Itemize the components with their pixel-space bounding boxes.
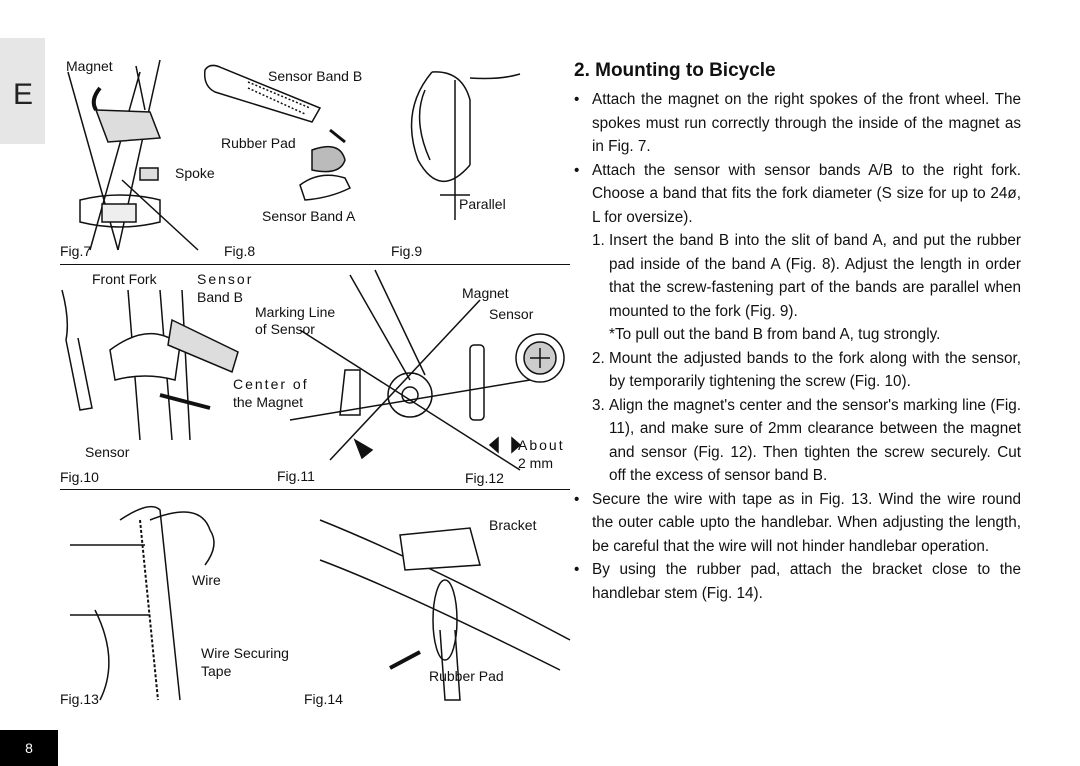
step-1-number: 1.: [592, 232, 605, 249]
illustrations: [61, 59, 571, 701]
fig11-drawing: [289, 269, 531, 471]
step-3-number: 3.: [592, 396, 605, 414]
step-3: 3.Align the magnet's center and the sens…: [574, 394, 1021, 488]
language-tab: E: [0, 38, 45, 144]
fig8-rubber-pad-label: Rubber Pad: [221, 135, 296, 151]
fig11-caption: Fig.11: [277, 468, 315, 484]
fig14-drawing: [319, 519, 571, 701]
fig12-magnet-label: Magnet: [462, 285, 509, 301]
fig14-caption: Fig.14: [304, 691, 343, 707]
fig10-sensor-label: Sensor: [85, 444, 130, 460]
fig13-wire-tape-label-2: Tape: [201, 663, 232, 679]
figure-divider-bottom: [60, 489, 570, 490]
fig12-drawing: [469, 333, 565, 454]
fig12-distance-label: 2 mm: [518, 455, 553, 471]
fig14-bracket-label: Bracket: [489, 517, 537, 533]
note-pull-band: *To pull out the band B from band A, tug…: [609, 326, 941, 343]
fig13-drawing: [70, 505, 215, 701]
step-1-text: Insert the band B into the slit of band …: [609, 232, 1021, 320]
step-2-number: 2.: [592, 349, 605, 367]
fig13-caption: Fig.13: [60, 691, 99, 707]
fig12-about-label: About: [518, 437, 565, 453]
bullet-wire: Secure the wire with tape as in Fig. 13.…: [574, 488, 1021, 559]
section-title: 2. Mounting to Bicycle: [574, 60, 776, 81]
page-number: 8: [0, 730, 58, 766]
fig7-spoke-label: Spoke: [175, 165, 215, 181]
fig12-caption: Fig.12: [465, 470, 504, 486]
fig10-caption: Fig.10: [60, 469, 99, 485]
fig8-caption: Fig.8: [224, 243, 256, 259]
fig11-center-label-2: the Magnet: [233, 394, 304, 410]
section-body: Attach the magnet on the right spokes of…: [574, 88, 1021, 605]
language-letter: E: [13, 78, 34, 111]
step-2-text: Mount the adjusted bands to the fork alo…: [609, 349, 1021, 391]
fig9-parallel-label: Parallel: [459, 196, 506, 212]
step-2: 2.Mount the adjusted bands to the fork a…: [574, 347, 1021, 394]
bullet-sensor: Attach the sensor with sensor bands A/B …: [574, 159, 1021, 230]
fig10-front-fork-label: Front Fork: [92, 271, 157, 287]
fig11-marking-line-label-1: Marking Line: [255, 304, 336, 320]
fig8-sensor-band-b-label: Sensor Band B: [268, 68, 363, 84]
fig10-drawing: [61, 289, 239, 441]
fig8-drawing: [203, 64, 352, 201]
step-1: 1.Insert the band B into the slit of ban…: [574, 229, 1021, 323]
fig13-wire-tape-label-1: Wire Securing: [201, 645, 289, 661]
fig13-wire-label: Wire: [192, 572, 221, 588]
fig8-sensor-band-a-label: Sensor Band A: [262, 208, 356, 224]
bullet-bracket: By using the rubber pad, attach the brac…: [574, 558, 1021, 605]
fig12-sensor-label: Sensor: [489, 306, 534, 322]
fig14-rubber-pad-label: Rubber Pad: [429, 668, 504, 684]
step-3-text: Align the magnet's center and the sensor…: [609, 396, 1021, 485]
fig7-magnet-label: Magnet: [66, 58, 113, 74]
fig11-center-label-1: Center of: [233, 376, 309, 392]
fig10-sensor-label-line1: Sensor: [197, 271, 254, 287]
fig7-drawing: [67, 59, 199, 251]
figure-divider-top: [60, 264, 570, 265]
fig9-caption: Fig.9: [391, 243, 423, 259]
fig7-caption: Fig.7: [60, 243, 92, 259]
bullet-magnet: Attach the magnet on the right spokes of…: [574, 88, 1021, 159]
fig9-drawing: [410, 71, 521, 220]
fig11-marking-line-label-2: of Sensor: [255, 321, 315, 337]
fig10-band-b-label-line2: Band B: [197, 289, 243, 305]
